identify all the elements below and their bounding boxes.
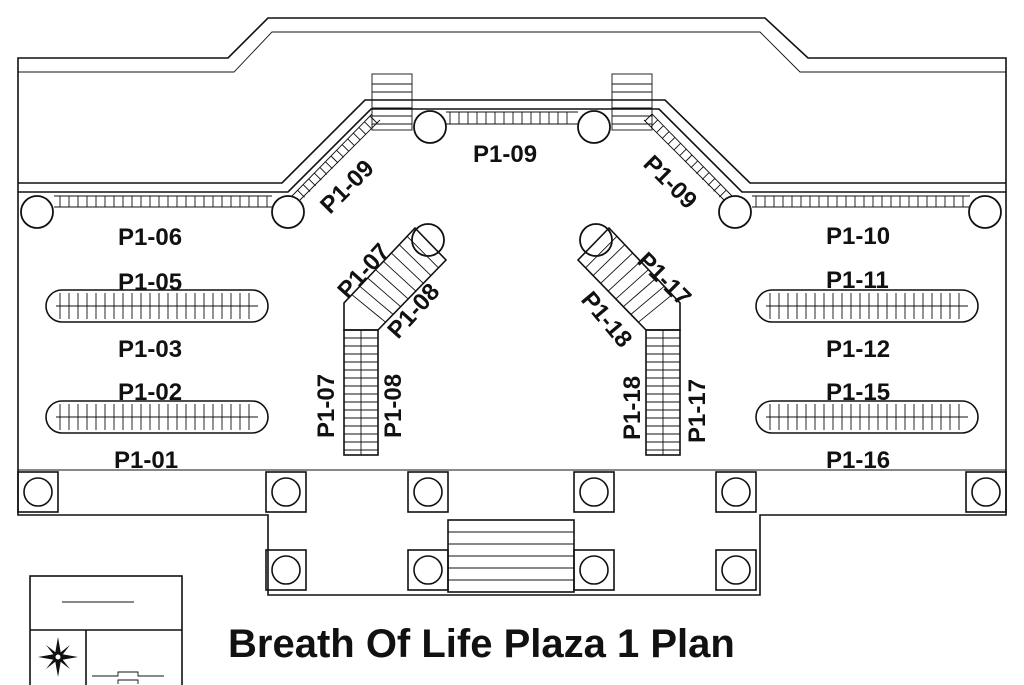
column-pier bbox=[573, 549, 615, 591]
label-p1-09-center: P1-09 bbox=[473, 141, 537, 168]
pier-circle bbox=[579, 223, 613, 257]
label-p1-09-right: P1-09 bbox=[638, 150, 702, 214]
column-pier bbox=[407, 549, 449, 591]
label-p1-10: P1-10 bbox=[826, 223, 890, 250]
building-outline bbox=[17, 17, 1007, 596]
pier-circle bbox=[968, 195, 1002, 229]
pier-circle bbox=[413, 110, 447, 144]
center-stairs bbox=[343, 226, 681, 456]
pier-circle bbox=[271, 195, 305, 229]
label-p1-12: P1-12 bbox=[826, 336, 890, 363]
column-pier bbox=[715, 471, 757, 513]
label-p1-11: P1-11 bbox=[826, 267, 889, 294]
label-p1-09-left: P1-09 bbox=[315, 155, 379, 219]
pier-circle bbox=[20, 195, 54, 229]
legend-box bbox=[29, 575, 183, 685]
area-labels: P1-06 P1-05 P1-03 P1-02 P1-01 P1-10 P1-1… bbox=[114, 141, 890, 474]
base-columns bbox=[17, 471, 1007, 591]
pier-circle bbox=[411, 223, 445, 257]
walkway-railings bbox=[54, 111, 970, 208]
column-pier bbox=[265, 549, 307, 591]
pier-circle bbox=[577, 110, 611, 144]
label-p1-06: P1-06 bbox=[118, 224, 182, 251]
planter-right-lower bbox=[755, 400, 979, 434]
upper-stair-towers bbox=[371, 73, 653, 131]
column-pier bbox=[265, 471, 307, 513]
label-p1-01: P1-01 bbox=[114, 447, 178, 474]
plan-title: Breath Of Life Plaza 1 Plan bbox=[228, 622, 735, 666]
column-pier bbox=[715, 549, 757, 591]
column-pier bbox=[573, 471, 615, 513]
column-pier bbox=[965, 471, 1007, 513]
label-p1-15: P1-15 bbox=[826, 379, 890, 406]
pier-circle bbox=[718, 195, 752, 229]
label-p1-08-upper: P1-08 bbox=[382, 278, 445, 344]
label-p1-02: P1-02 bbox=[118, 379, 182, 406]
label-p1-18-lower: P1-18 bbox=[619, 376, 646, 440]
entry-steps bbox=[447, 519, 575, 593]
label-p1-03: P1-03 bbox=[118, 336, 182, 363]
planter-right-upper bbox=[755, 289, 979, 323]
label-p1-05: P1-05 bbox=[118, 269, 182, 296]
label-p1-17-lower: P1-17 bbox=[684, 379, 711, 443]
planter-strips bbox=[45, 289, 979, 434]
planter-left-lower bbox=[45, 400, 269, 434]
column-pier bbox=[407, 471, 449, 513]
key-plan-icon bbox=[92, 671, 164, 684]
label-p1-18-upper: P1-18 bbox=[575, 287, 637, 353]
label-p1-16: P1-16 bbox=[826, 447, 890, 474]
column-pier bbox=[17, 471, 59, 513]
compass-star-icon bbox=[38, 637, 78, 677]
planter-left-upper bbox=[45, 289, 269, 323]
label-p1-07-lower: P1-07 bbox=[313, 374, 340, 438]
walkway-piers bbox=[20, 110, 1002, 257]
label-p1-08-lower: P1-08 bbox=[380, 374, 407, 438]
